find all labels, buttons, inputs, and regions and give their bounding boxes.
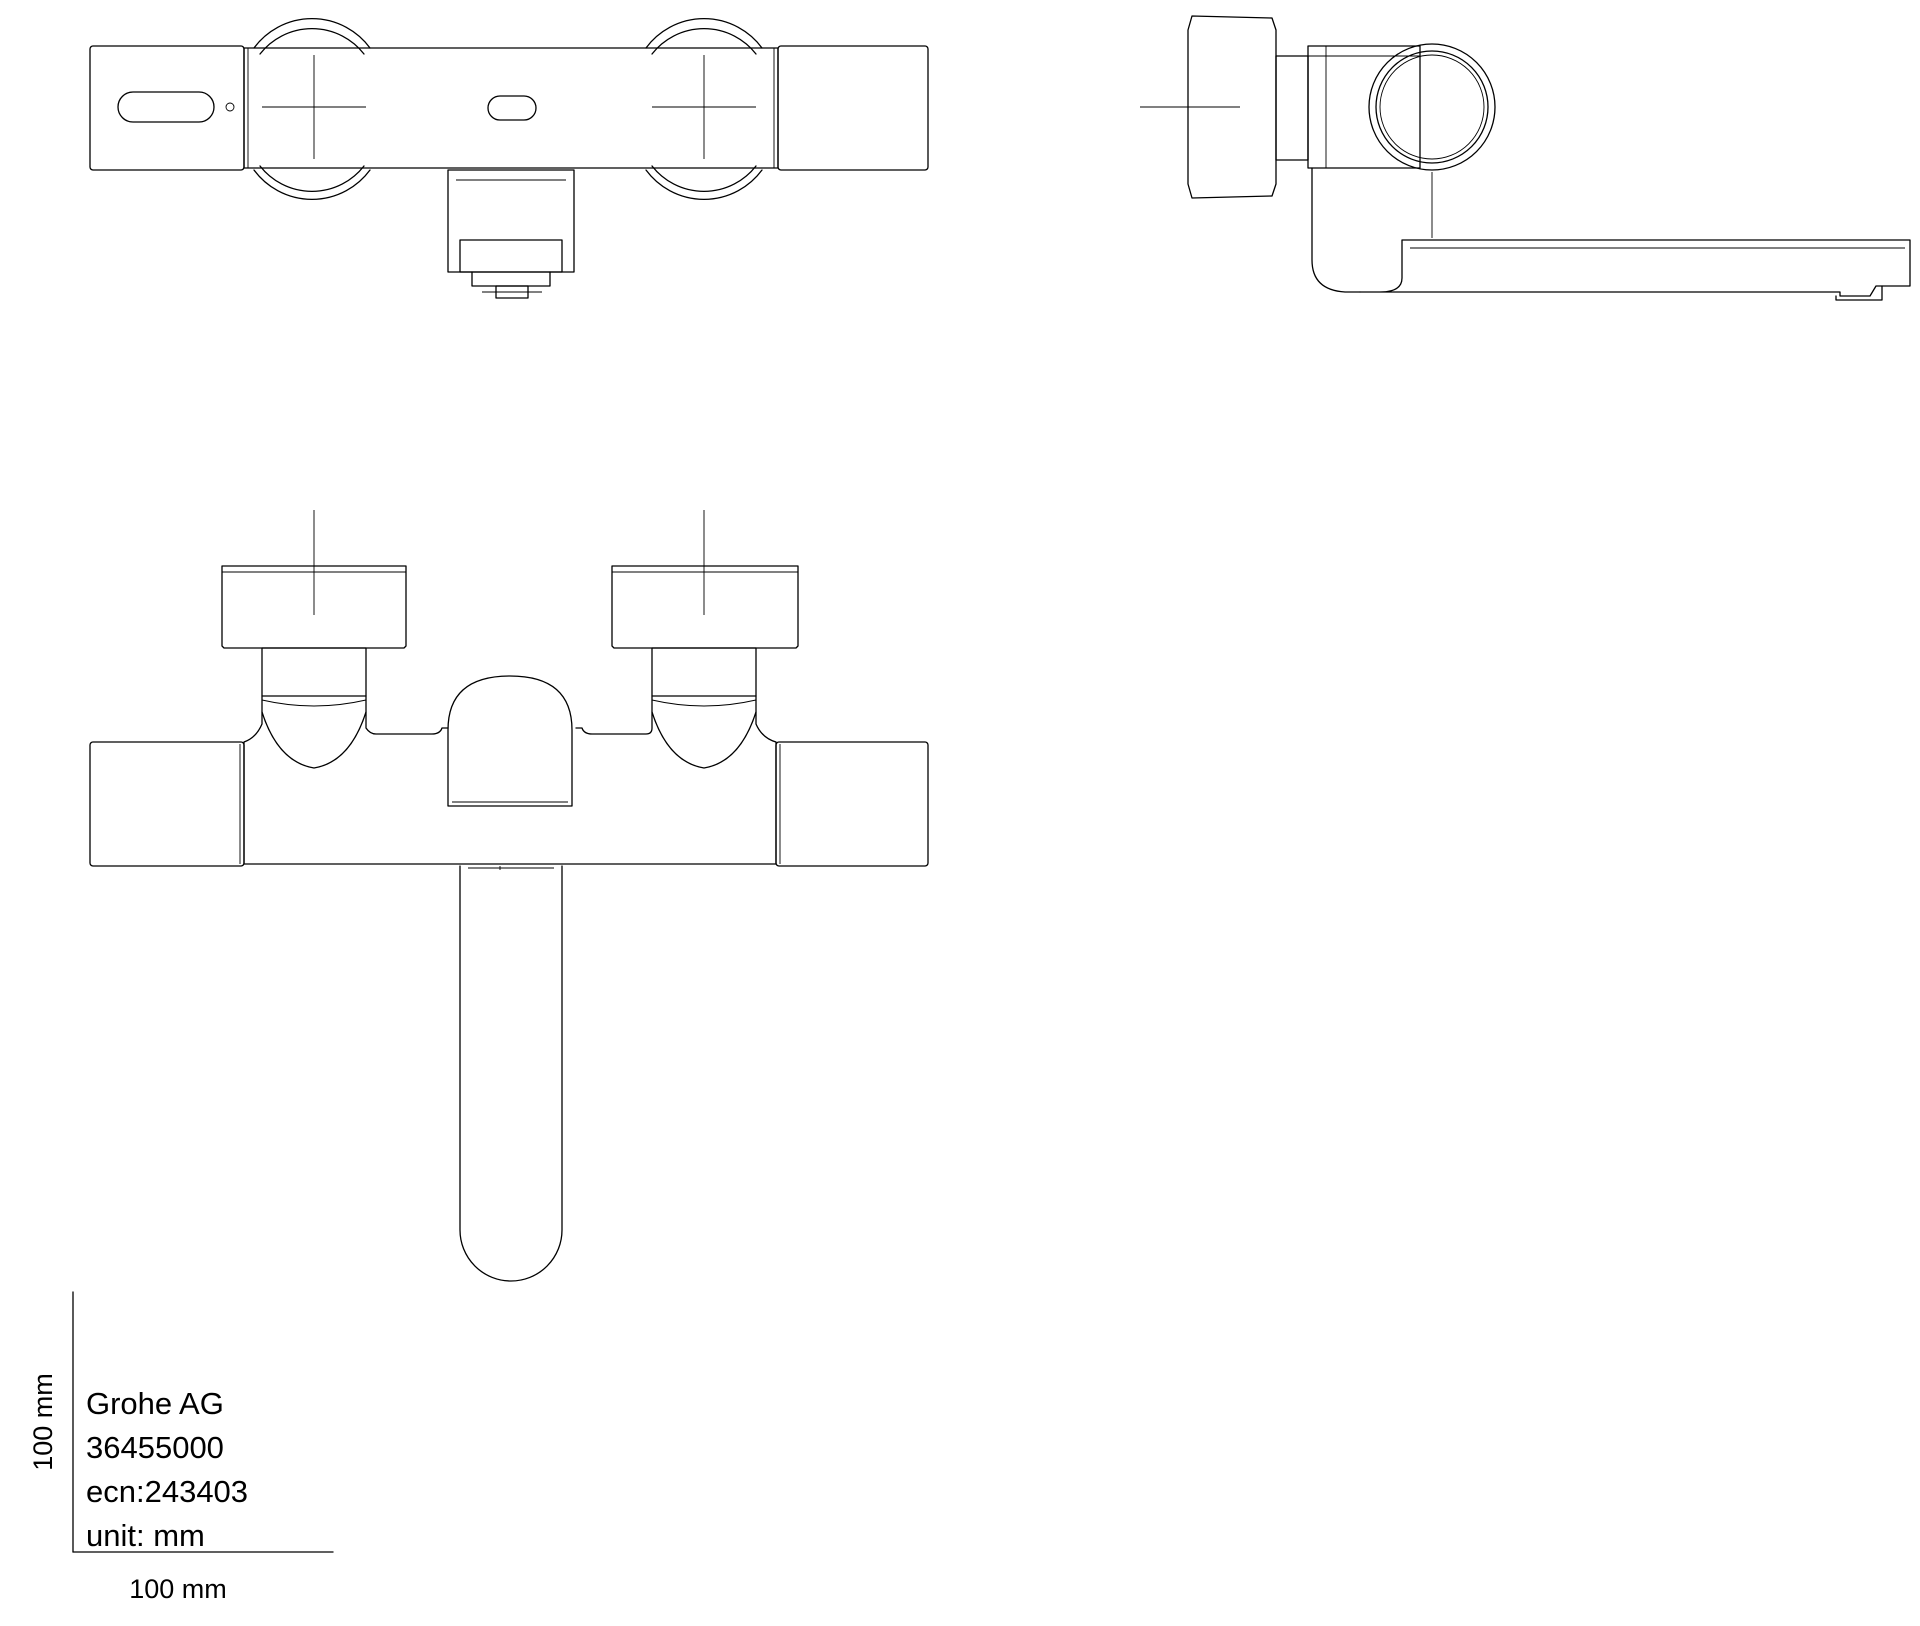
top-view-left-end-cap (89, 45, 245, 171)
front-view-right-end-cap (775, 741, 929, 867)
top-view-left-crosshair (262, 55, 366, 159)
article-number-label: 36455000 (86, 1430, 224, 1465)
top-view-right-handle-disc (645, 18, 763, 200)
side-view-wall-flange (1275, 55, 1309, 161)
side-view (1140, 15, 1911, 301)
top-view-spout-outlet (447, 169, 575, 299)
top-view-center-slot (487, 95, 537, 121)
top-view-right-crosshair (652, 55, 756, 159)
side-view-handle (1187, 15, 1277, 199)
top-view-left-slot (117, 91, 215, 123)
top-view-center-body (243, 47, 779, 169)
side-view-neck (1311, 167, 1361, 293)
side-view-cartridge-circle (1368, 43, 1496, 171)
front-view-body (243, 711, 777, 865)
manufacturer-label: Grohe AG (86, 1386, 224, 1421)
front-view (89, 510, 929, 1282)
front-view-right-handle (611, 510, 799, 769)
top-view-left-handle-disc (253, 18, 371, 200)
top-view-indicator-dot (225, 102, 235, 112)
front-view-left-handle (221, 510, 407, 769)
front-view-diverter-knob (447, 675, 573, 807)
unit-label: unit: mm (86, 1518, 205, 1553)
title-block: Grohe AG 36455000 ecn:243403 unit: mm (86, 1386, 248, 1553)
ecn-label: ecn:243403 (86, 1474, 248, 1509)
front-view-left-end-cap (89, 741, 245, 867)
scale-bar: 100 mm 100 mm (28, 1291, 334, 1604)
top-view-right-end-cap (777, 45, 929, 171)
top-view (89, 18, 929, 299)
front-view-spout (459, 865, 563, 1282)
scale-bar-horizontal-label: 100 mm (129, 1574, 227, 1604)
scale-bar-vertical-label: 100 mm (28, 1373, 58, 1471)
side-view-body (1307, 45, 1421, 169)
side-view-aerator (1835, 285, 1883, 301)
side-view-spout-arm (1359, 239, 1911, 297)
